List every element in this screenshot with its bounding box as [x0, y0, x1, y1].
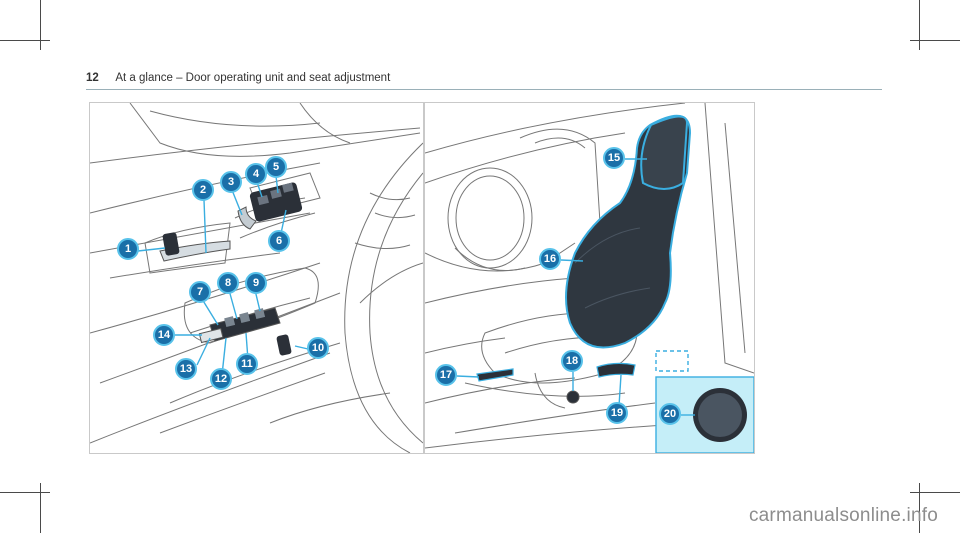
crop-mark-bl-h — [0, 492, 50, 493]
child-lock-button — [276, 334, 292, 356]
crop-mark-tr-h — [910, 40, 960, 41]
watermark: carmanualsonline.info — [748, 505, 938, 526]
lumbar-knob — [566, 390, 580, 404]
lock-button — [162, 232, 180, 256]
page-number: 12 — [86, 72, 99, 84]
fore-aft-lever — [476, 368, 514, 382]
inset-knob-inner — [698, 393, 742, 437]
page-title: At a glance – Door operating unit and se… — [115, 72, 391, 84]
door-opener — [159, 240, 231, 262]
crop-mark-tl-v — [40, 0, 41, 50]
seat-illustration-panel — [424, 102, 755, 454]
header-rule — [86, 89, 882, 90]
seat-memory-switch — [249, 182, 303, 222]
crop-mark-tr-v — [919, 0, 920, 50]
seat-headrest — [640, 115, 689, 190]
crop-mark-br-v — [919, 483, 920, 533]
crop-mark-bl-v — [40, 483, 41, 533]
seat-illustration — [425, 103, 754, 453]
door-handle — [237, 206, 257, 230]
window-switch-panel — [198, 307, 281, 344]
crop-mark-br-h — [910, 492, 960, 493]
seat-adjust-lever — [596, 362, 636, 378]
crop-mark-tl-h — [0, 40, 50, 41]
door-illustration-panel — [89, 102, 424, 454]
page-header: 12 At a glance – Door operating unit and… — [86, 72, 390, 84]
door-illustration — [90, 103, 423, 453]
